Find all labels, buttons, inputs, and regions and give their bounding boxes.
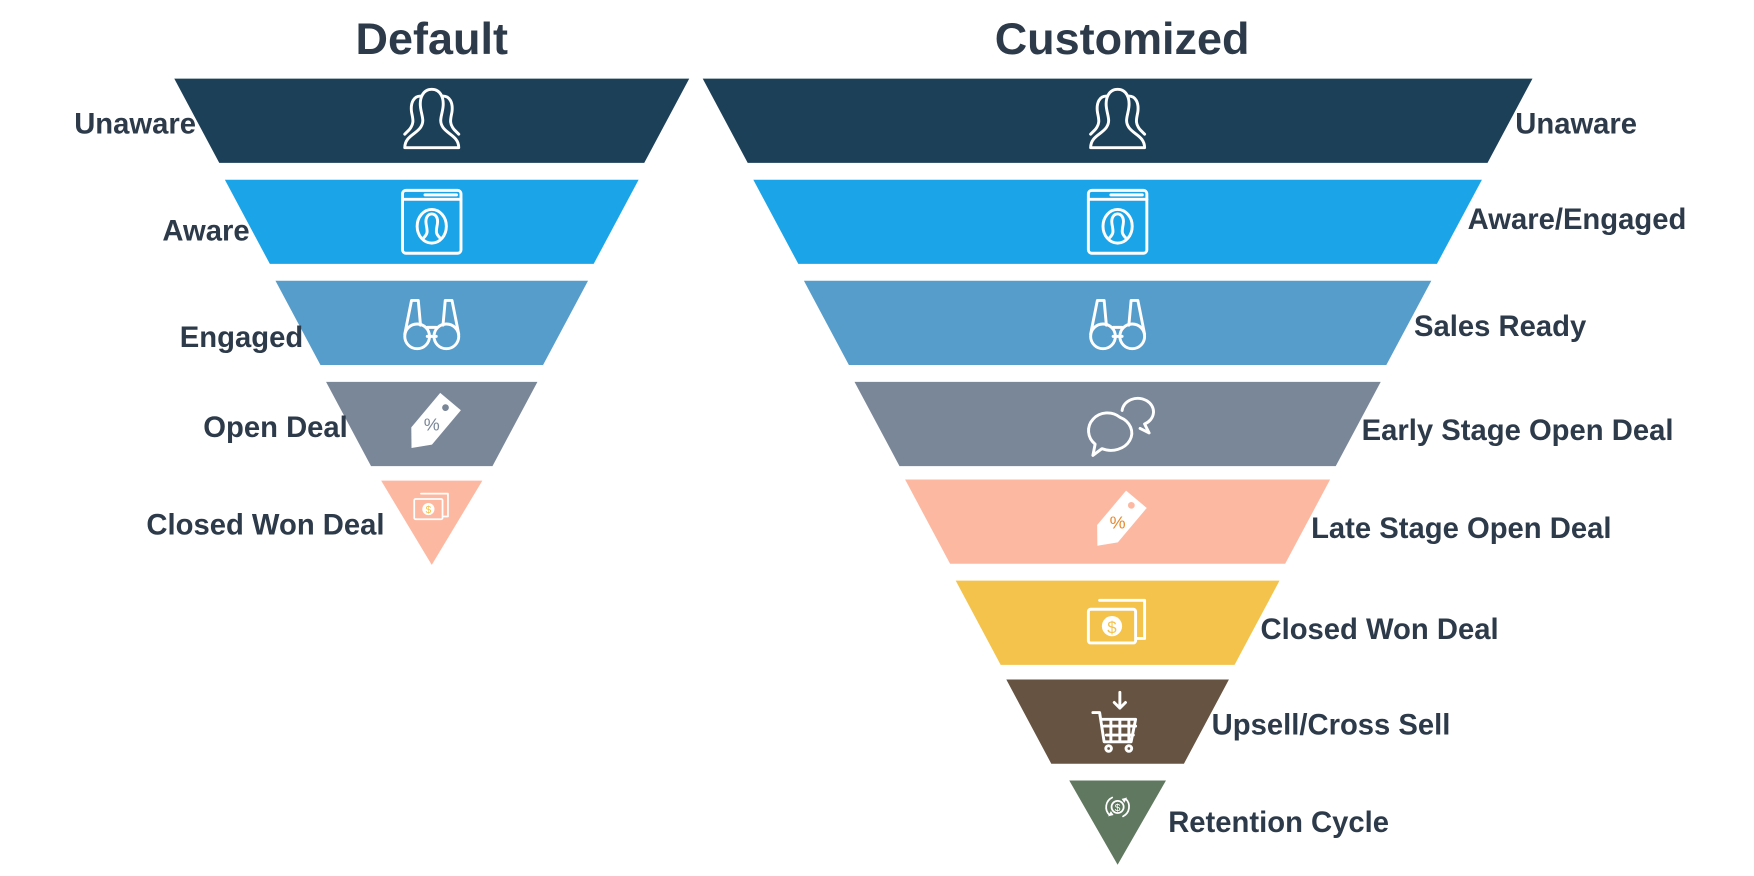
- svg-text:$: $: [1115, 803, 1121, 814]
- binoculars-icon: [403, 298, 461, 351]
- svg-text:$: $: [426, 505, 432, 516]
- stage-label: Open Deal: [203, 412, 348, 444]
- funnel-stage-open-deal: % Open Deal: [203, 381, 538, 467]
- money-icon: $: [1086, 598, 1147, 645]
- stage-label: Unaware: [1515, 109, 1637, 141]
- funnel-stage-upsell-cross-sell: Upsell/Cross Sell: [1006, 679, 1451, 764]
- stage-label: Upsell/Cross Sell: [1212, 710, 1451, 742]
- chat-bubbles-icon: [1087, 396, 1155, 457]
- stage-label: Late Stage Open Deal: [1311, 513, 1611, 545]
- stage-label: Retention Cycle: [1168, 807, 1389, 839]
- people-icon: [403, 87, 461, 150]
- funnel-stage-closed-won-deal: $ Closed Won Deal: [146, 480, 483, 565]
- funnel-band: [381, 480, 483, 565]
- price-tag-icon: %: [411, 392, 461, 449]
- funnel-stage-early-stage-open-deal: Early Stage Open Deal: [854, 381, 1674, 467]
- funnel-stage-engaged: Engaged: [180, 280, 589, 365]
- funnel-stage-unaware: Unaware: [702, 78, 1637, 163]
- stage-label: Closed Won Deal: [1260, 614, 1498, 646]
- funnel-stage-sales-ready: Sales Ready: [803, 280, 1587, 365]
- funnel-stage-unaware: Unaware: [74, 78, 690, 163]
- browser-profile-icon: [401, 188, 463, 255]
- funnel-band: [224, 179, 639, 264]
- stage-label: Early Stage Open Deal: [1362, 415, 1674, 447]
- retention-cycle-icon: $: [1105, 796, 1130, 818]
- svg-text:$: $: [1107, 618, 1117, 637]
- customized-funnel-title: Customized: [995, 13, 1250, 64]
- funnel-stage-retention-cycle: $ Retention Cycle: [1069, 780, 1389, 865]
- svg-text:%: %: [1110, 512, 1126, 532]
- funnel-stage-aware-engaged: Aware/Engaged: [753, 179, 1687, 264]
- price-tag-icon: %: [1097, 490, 1147, 546]
- funnel-band: [275, 280, 589, 365]
- funnel-band: [753, 179, 1482, 264]
- funnel-band: [803, 280, 1432, 365]
- funnel-stage-late-stage-open-deal: % Late Stage Open Deal: [905, 479, 1611, 564]
- funnel-band: [174, 78, 690, 163]
- svg-text:%: %: [424, 415, 440, 435]
- shopping-cart-icon: [1091, 690, 1138, 753]
- stage-label: Sales Ready: [1414, 311, 1587, 343]
- stage-label: Closed Won Deal: [146, 510, 384, 542]
- funnel-band: [1069, 780, 1166, 865]
- funnel-band: [854, 381, 1381, 467]
- stage-label: Aware/Engaged: [1468, 204, 1687, 236]
- people-icon: [1089, 87, 1147, 150]
- stage-label: Unaware: [74, 109, 196, 141]
- funnel-stage-closed-won-deal: $ Closed Won Deal: [955, 580, 1499, 665]
- browser-profile-icon: [1086, 188, 1149, 255]
- money-icon: $: [413, 492, 449, 521]
- binoculars-icon: [1089, 298, 1147, 351]
- funnel-band: [702, 78, 1533, 163]
- stage-label: Aware: [162, 215, 249, 247]
- funnel-band: [1006, 679, 1229, 764]
- default-funnel-title: Default: [356, 13, 508, 64]
- stage-label: Engaged: [180, 322, 303, 354]
- funnel-stage-aware: Aware: [162, 179, 639, 264]
